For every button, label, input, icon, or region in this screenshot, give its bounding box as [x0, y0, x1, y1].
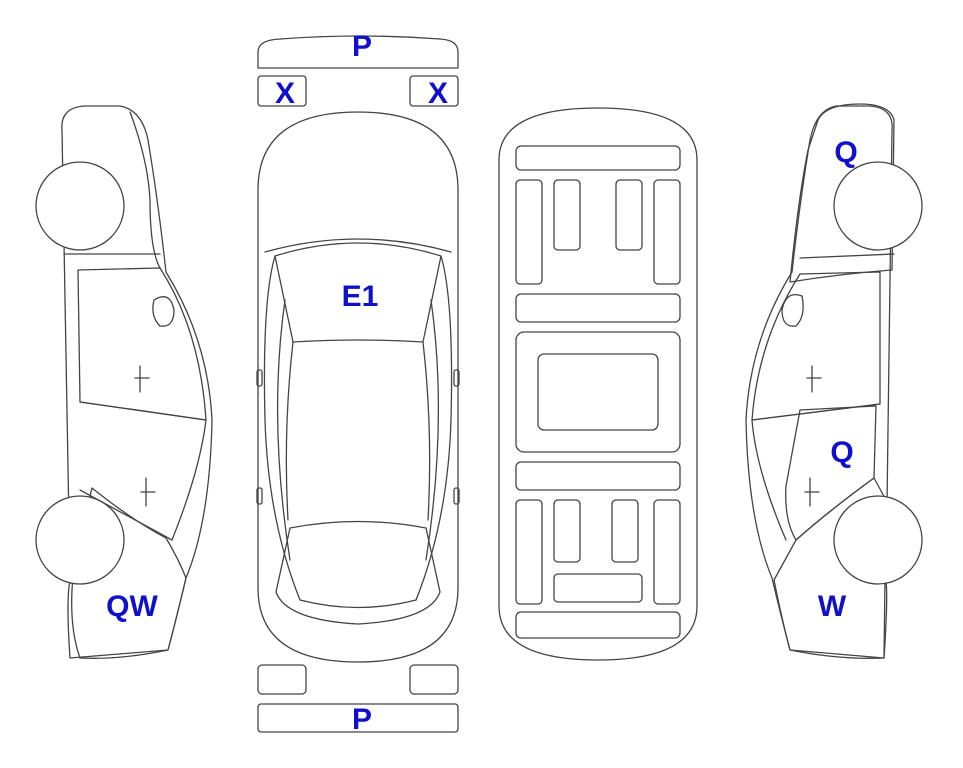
windshield-label: E1 [342, 280, 379, 313]
front-bumper-label: P [352, 30, 372, 63]
left-side-view [35, 105, 213, 659]
rear-light-left[interactable] [257, 664, 307, 695]
mirror-left-label: X [275, 77, 295, 110]
left-rear-quarter-label: QW [106, 590, 158, 623]
right-front-fender-label: Q [834, 136, 857, 169]
top-view-car [256, 111, 460, 663]
mirror-right[interactable] [409, 75, 459, 107]
mirror-right-label: X [428, 77, 448, 110]
right-rear-door-label: Q [830, 436, 853, 469]
right-rear-quarter-label: W [818, 590, 847, 623]
rear-bumper-label: P [352, 703, 372, 736]
rear-bumper[interactable] [257, 703, 459, 733]
underbody-view [498, 107, 698, 661]
front-bumper[interactable] [257, 35, 459, 69]
left-rear-quarter[interactable] [71, 487, 187, 659]
mirror-left[interactable] [257, 75, 307, 107]
right-side-view [745, 103, 923, 659]
rear-light-right[interactable] [409, 664, 459, 695]
right-rear-quarter[interactable] [773, 477, 887, 659]
